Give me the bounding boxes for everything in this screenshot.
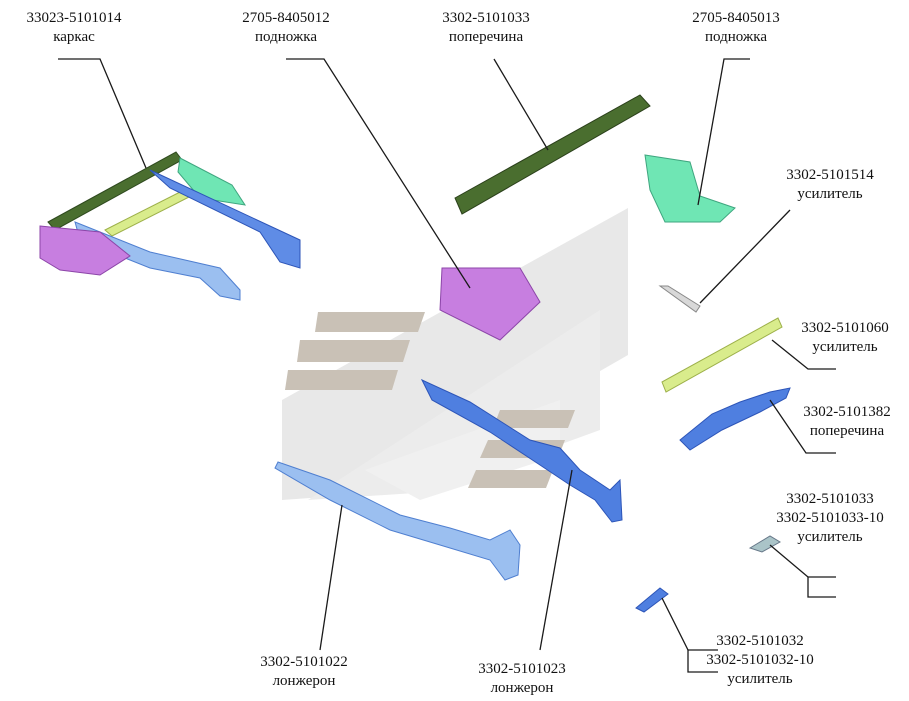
callout-reinforcement-1033-code: 3302-5101033 (786, 491, 874, 507)
callout-reinforcement-1033-name: усилитель (797, 529, 863, 545)
callout-reinforcement-1033-code-alt: 3302-5101033-10 (776, 510, 884, 526)
leader-step-right (697, 58, 750, 206)
callout-crossbar-1382-code: 3302-5101382 (803, 404, 891, 420)
leader-side-member-1023 (539, 469, 573, 651)
leader-frame (58, 58, 147, 169)
callout-crossbar-top: 3302-5101033 поперечина (426, 9, 546, 47)
callout-step-right-code: 2705-8405013 (692, 10, 780, 26)
callout-reinforcement-1060-name: усилитель (812, 339, 878, 355)
crossbar-1382-part (679, 387, 791, 451)
reinforcement-1032-part (635, 587, 669, 613)
callout-reinforcement-1514-code: 3302-5101514 (786, 167, 874, 183)
frame-assembly (39, 151, 301, 301)
leader-step-left (286, 58, 471, 289)
callout-step-left-name: подножка (255, 29, 317, 45)
callout-crossbar-top-name: поперечина (448, 29, 524, 45)
callout-frame-code: 33023-5101014 (26, 10, 122, 26)
callout-reinforcement-1032-name: усилитель (727, 671, 793, 687)
leader-crossbar-top (493, 58, 549, 151)
step-left-part (439, 267, 541, 341)
side-member-1022-part (274, 461, 521, 581)
callout-reinforcement-1060: 3302-5101060 усилитель (785, 319, 905, 357)
watermark-logo (282, 208, 628, 500)
callout-side-member-1022-name: лонжерон (272, 673, 336, 689)
callout-step-right: 2705-8405013 подножка (676, 9, 796, 47)
leader-reinforcement-1033 (769, 544, 809, 578)
callout-side-member-1023-name: лонжерон (490, 680, 554, 696)
callout-side-member-1022: 3302-5101022 лонжерон (244, 653, 364, 691)
callout-reinforcement-1032: 3302-5101032 3302-5101032-10 усилитель (695, 632, 825, 689)
callout-reinforcement-1033: 3302-5101033 3302-5101033-10 усилитель (765, 490, 895, 547)
reinforcement-1033-part (748, 535, 781, 553)
callout-crossbar-1382: 3302-5101382 поперечина (787, 403, 907, 441)
leader-reinforcement-1032-bracket (687, 649, 718, 673)
callout-frame: 33023-5101014 каркас (14, 9, 134, 47)
callout-step-right-name: подножка (705, 29, 767, 45)
crossbar-top-part (454, 94, 651, 215)
reinforcement-1514-part (658, 285, 701, 313)
callout-side-member-1023-code: 3302-5101023 (478, 661, 566, 677)
callout-reinforcement-1032-code-alt: 3302-5101032-10 (706, 652, 814, 668)
leader-reinforcement-1060 (771, 339, 836, 370)
callout-reinforcement-1514-name: усилитель (797, 186, 863, 202)
callout-crossbar-1382-name: поперечина (809, 423, 885, 439)
leader-reinforcement-1033-bracket (807, 576, 836, 598)
leader-lines (58, 58, 836, 673)
leader-crossbar-1382 (769, 399, 836, 454)
leader-reinforcement-1514 (699, 209, 791, 304)
callout-frame-name: каркас (53, 29, 95, 45)
callout-step-left: 2705-8405012 подножка (226, 9, 346, 47)
leader-side-member-1022 (319, 504, 343, 651)
callout-step-left-code: 2705-8405012 (242, 10, 330, 26)
step-right-part (644, 154, 736, 223)
callout-side-member-1023: 3302-5101023 лонжерон (462, 660, 582, 698)
side-member-1023-part (420, 378, 623, 523)
callout-reinforcement-1060-code: 3302-5101060 (801, 320, 889, 336)
callout-side-member-1022-code: 3302-5101022 (260, 654, 348, 670)
callout-reinforcement-1514: 3302-5101514 усилитель (770, 166, 890, 204)
leader-reinforcement-1032 (661, 597, 689, 651)
reinforcement-1060-part (661, 317, 783, 393)
callout-crossbar-top-code: 3302-5101033 (442, 10, 530, 26)
callout-reinforcement-1032-code: 3302-5101032 (716, 633, 804, 649)
